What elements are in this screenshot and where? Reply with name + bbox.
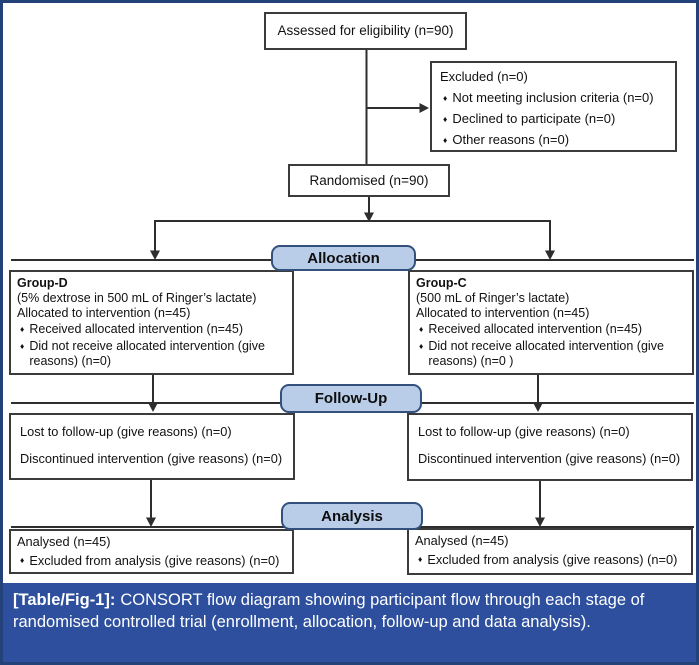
diamond-bullet-icon: ♦	[20, 341, 25, 351]
follow-up-banner: Follow-Up	[280, 384, 422, 413]
group-d-bullet: Received allocated intervention (n=45)	[29, 322, 244, 337]
analysed-left-box: Analysed (n=45) ♦ Excluded from analysis…	[9, 529, 294, 574]
analysed-right-title: Analysed (n=45)	[415, 533, 509, 548]
assessed-eligibility-box: Assessed for eligibility (n=90)	[264, 12, 467, 50]
follow-up-right-line: Discontinued intervention (give reasons)…	[418, 451, 681, 467]
follow-up-left-line: Lost to follow-up (give reasons) (n=0)	[20, 424, 232, 439]
analysed-left-title: Analysed (n=45)	[17, 534, 111, 549]
diamond-bullet-icon: ♦	[419, 341, 424, 351]
diamond-bullet-icon: ♦	[20, 554, 25, 565]
figure-caption-text: CONSORT flow diagram showing participant…	[13, 591, 645, 631]
randomised-text: Randomised (n=90)	[309, 172, 429, 188]
follow-up-left-box: Lost to follow-up (give reasons) (n=0) D…	[9, 413, 295, 480]
group-c-bullet: Did not receive allocated intervention (…	[428, 339, 664, 368]
list-item: ♦ Excluded from analysis (give reasons) …	[415, 552, 685, 569]
follow-up-left-line: Discontinued intervention (give reasons)…	[20, 451, 283, 467]
diamond-bullet-icon: ♦	[443, 134, 448, 145]
excluded-bullet: Not meeting inclusion criteria (n=0)	[452, 89, 654, 105]
group-d-box: Group-D (5% dextrose in 500 mL of Ringer…	[9, 270, 294, 375]
follow-up-banner-label: Follow-Up	[314, 390, 388, 407]
analysis-banner-label: Analysis	[321, 507, 383, 525]
group-c-box: Group-C (500 mL of Ringer’s lactate) All…	[408, 270, 694, 375]
group-d-title: Group-D	[17, 276, 68, 290]
allocation-banner: Allocation	[271, 245, 416, 271]
diamond-bullet-icon: ♦	[20, 324, 25, 335]
follow-up-right-line: Lost to follow-up (give reasons) (n=0)	[418, 424, 630, 439]
analysed-right-box: Analysed (n=45) ♦ Excluded from analysis…	[407, 528, 693, 575]
analysed-right-bullet: Excluded from analysis (give reasons) (n…	[427, 551, 678, 567]
diamond-bullet-icon: ♦	[419, 324, 424, 335]
group-c-allocated: Allocated to intervention (n=45)	[416, 305, 590, 320]
list-item: ♦ Did not receive allocated intervention…	[416, 339, 686, 369]
group-c-title: Group-C	[416, 276, 467, 290]
group-d-subtitle: (5% dextrose in 500 mL of Ringer’s lacta…	[17, 290, 257, 305]
analysis-banner: Analysis	[281, 502, 423, 530]
excluded-box: Excluded (n=0) ♦ Not meeting inclusion c…	[430, 61, 677, 152]
allocation-banner-label: Allocation	[307, 249, 380, 267]
analysed-left-bullet: Excluded from analysis (give reasons) (n…	[29, 552, 280, 568]
list-item: ♦ Excluded from analysis (give reasons) …	[17, 553, 286, 570]
figure-caption: [Table/Fig-1]:CONSORT flow diagram showi…	[3, 583, 696, 662]
excluded-bullet: Declined to participate (n=0)	[452, 110, 616, 126]
diamond-bullet-icon: ♦	[443, 113, 448, 124]
diamond-bullet-icon: ♦	[443, 92, 448, 103]
list-item: ♦ Not meeting inclusion criteria (n=0)	[440, 89, 667, 108]
list-item: ♦ Received allocated intervention (n=45)	[17, 322, 286, 337]
list-item: ♦ Other reasons (n=0)	[440, 131, 667, 150]
figure-caption-label: [Table/Fig-1]:	[13, 591, 116, 609]
group-c-subtitle: (500 mL of Ringer’s lactate)	[416, 290, 570, 305]
group-d-bullet: Did not receive allocated intervention (…	[29, 339, 265, 368]
list-item: ♦ Declined to participate (n=0)	[440, 110, 667, 129]
follow-up-right-box: Lost to follow-up (give reasons) (n=0) D…	[407, 413, 693, 481]
list-item: ♦ Did not receive allocated intervention…	[17, 339, 286, 369]
excluded-bullet: Other reasons (n=0)	[452, 131, 570, 147]
excluded-title: Excluded (n=0)	[440, 69, 528, 84]
group-c-bullet: Received allocated intervention (n=45)	[428, 322, 643, 337]
list-item: ♦ Received allocated intervention (n=45)	[416, 322, 686, 337]
assessed-eligibility-text: Assessed for eligibility (n=90)	[277, 23, 454, 39]
randomised-box: Randomised (n=90)	[288, 164, 450, 197]
diamond-bullet-icon: ♦	[418, 553, 423, 564]
group-d-allocated: Allocated to intervention (n=45)	[17, 305, 191, 320]
